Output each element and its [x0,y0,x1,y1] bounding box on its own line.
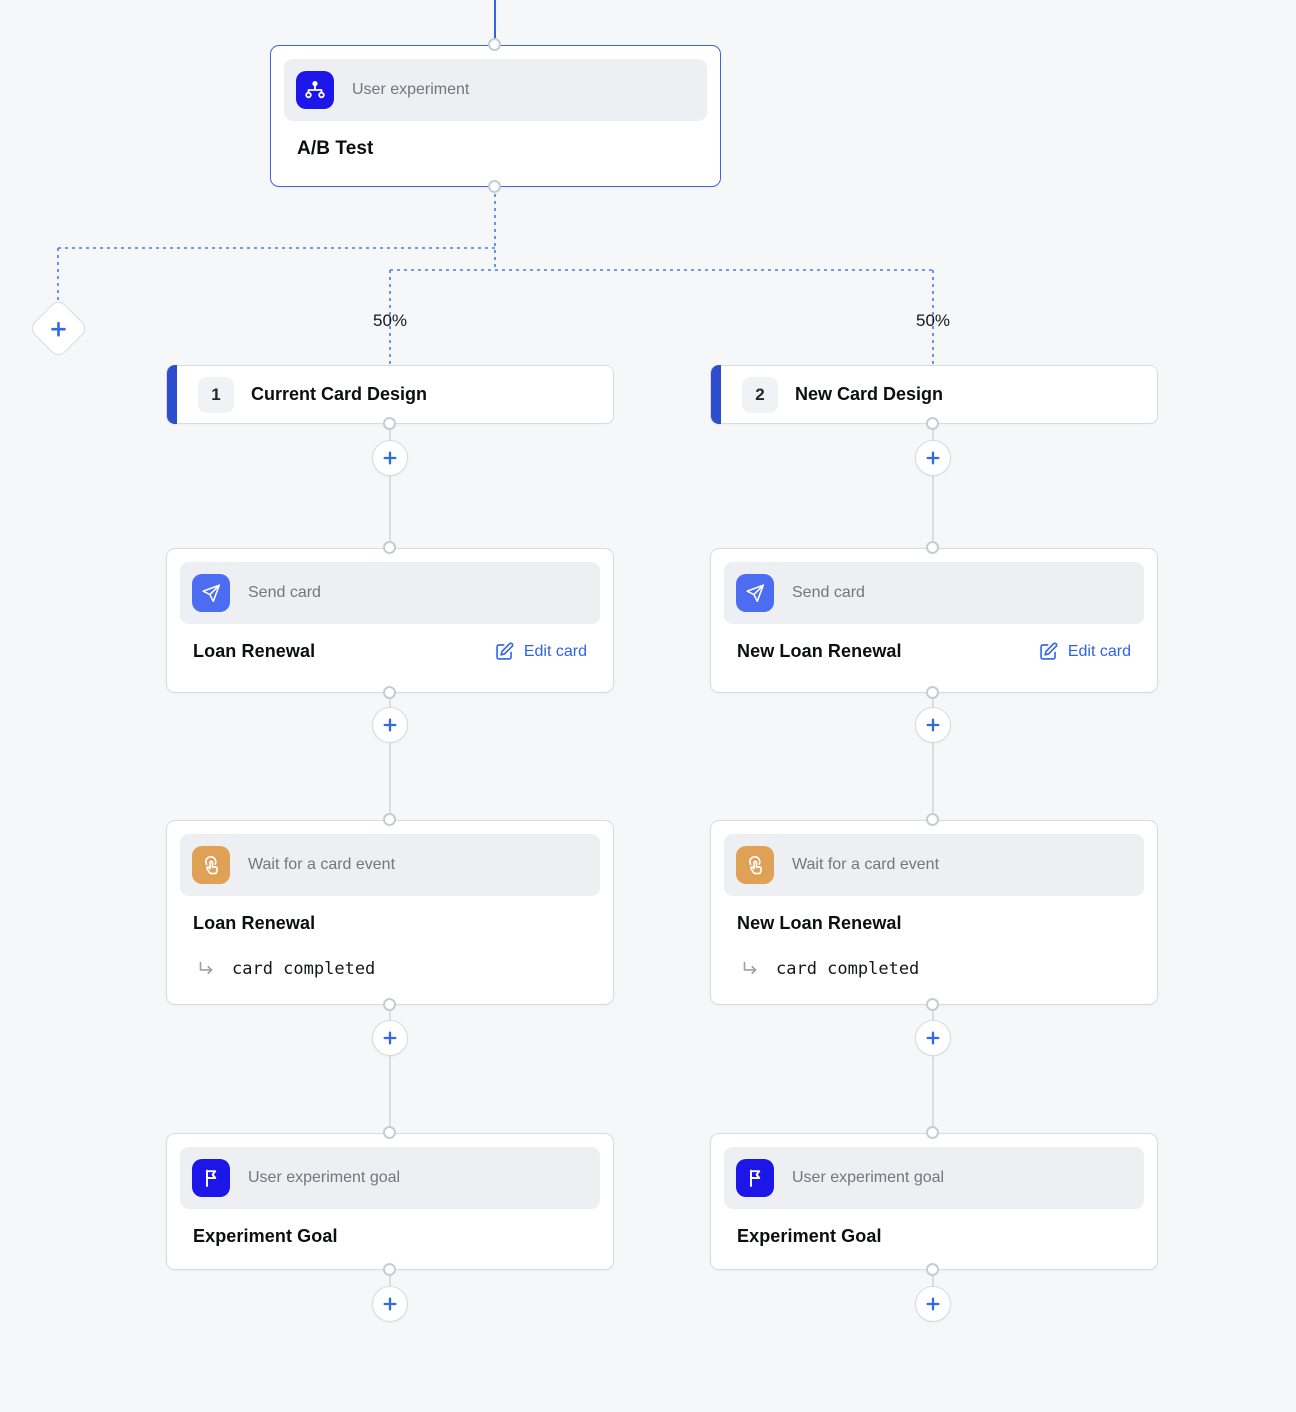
port [926,1126,939,1139]
branch-card-2[interactable]: 2 New Card Design [710,365,1158,424]
node-title: Experiment Goal [737,1226,882,1246]
node-title: Loan Renewal [193,641,316,661]
node-type-strip: Send card [180,562,600,624]
node-type-label: Wait for a card event [248,856,396,873]
port [926,417,939,430]
plus-icon [926,718,940,732]
branch-name: New Card Design [795,384,944,404]
branch-card-1[interactable]: 1 Current Card Design [166,365,614,424]
port [926,686,939,699]
node-type-strip: User experiment goal [180,1147,600,1209]
tap-gesture-icon [736,846,774,884]
edit-card-link[interactable]: Edit card [494,641,587,662]
port [383,541,396,554]
tap-gesture-icon [192,846,230,884]
wait-event-value: card completed [776,959,920,979]
port [488,38,501,51]
node-type-label: User experiment goal [248,1169,401,1186]
add-step-button[interactable] [915,1286,951,1322]
node-title: A/B Test [297,138,374,159]
add-step-button[interactable] [372,1286,408,1322]
port [926,813,939,826]
branch-accent-bar [167,365,177,424]
plus-icon [383,1297,397,1311]
node-type-strip: User experiment goal [724,1147,1144,1209]
edit-pencil-icon [496,642,514,660]
experiment-split-icon [296,71,334,109]
branch-number-badge: 1 [198,376,234,413]
add-step-button[interactable] [915,1020,951,1056]
add-step-button[interactable] [915,707,951,743]
plus-icon [51,321,66,336]
send-card-node-2[interactable]: Send card New Loan Renewal Edit card [710,548,1158,693]
plus-icon [383,451,397,465]
branch-accent-bar [711,365,721,424]
experiment-goal-node-1[interactable]: User experiment goal Experiment Goal [166,1133,614,1270]
node-title: Loan Renewal [193,913,316,933]
node-type-label: User experiment goal [792,1169,945,1186]
experiment-goal-node-2[interactable]: User experiment goal Experiment Goal [710,1133,1158,1270]
plus-icon [926,1031,940,1045]
plus-icon [926,1297,940,1311]
node-type-label: Send card [248,584,321,601]
edit-pencil-icon [1040,642,1058,660]
add-step-button[interactable] [915,440,951,476]
branch-percent-left: 50% [372,311,408,330]
wait-event-value: card completed [232,959,376,979]
edit-card-link[interactable]: Edit card [1038,641,1131,662]
port [383,998,396,1011]
plus-icon [383,718,397,732]
plus-icon [383,1031,397,1045]
flag-icon [192,1159,230,1197]
edit-card-label: Edit card [523,642,587,660]
branch-name: Current Card Design [251,384,428,404]
node-type-label: User experiment [352,81,470,98]
add-step-button[interactable] [372,1020,408,1056]
port [383,813,396,826]
port [383,1126,396,1139]
port [926,998,939,1011]
node-title: New Loan Renewal [737,641,902,661]
wait-event-node-1[interactable]: Wait for a card event Loan Renewal card … [166,820,614,1005]
port [383,686,396,699]
node-title: New Loan Renewal [737,913,902,933]
add-step-button[interactable] [372,440,408,476]
wait-event-node-2[interactable]: Wait for a card event New Loan Renewal c… [710,820,1158,1005]
port [926,541,939,554]
branch-number-badge: 2 [742,376,778,413]
port [383,1263,396,1276]
branch-percent-right: 50% [915,311,951,330]
add-step-button[interactable] [372,707,408,743]
send-icon [192,574,230,612]
port [488,180,501,193]
port [926,1263,939,1276]
node-type-label: Send card [792,584,865,601]
node-type-strip: Send card [724,562,1144,624]
port [383,417,396,430]
flag-icon [736,1159,774,1197]
plus-icon [926,451,940,465]
edit-card-label: Edit card [1067,642,1131,660]
send-card-node-1[interactable]: Send card Loan Renewal Edit card [166,548,614,693]
ab-test-node[interactable]: User experiment A/B Test [270,45,721,187]
node-type-strip: Wait for a card event [724,834,1144,896]
corner-down-right-icon [743,961,757,974]
node-type-strip: User experiment [284,59,707,121]
node-title: Experiment Goal [193,1226,338,1246]
corner-down-right-icon [199,961,213,974]
node-type-label: Wait for a card event [792,856,940,873]
node-type-strip: Wait for a card event [180,834,600,896]
add-branch-button[interactable] [28,298,89,359]
send-icon [736,574,774,612]
